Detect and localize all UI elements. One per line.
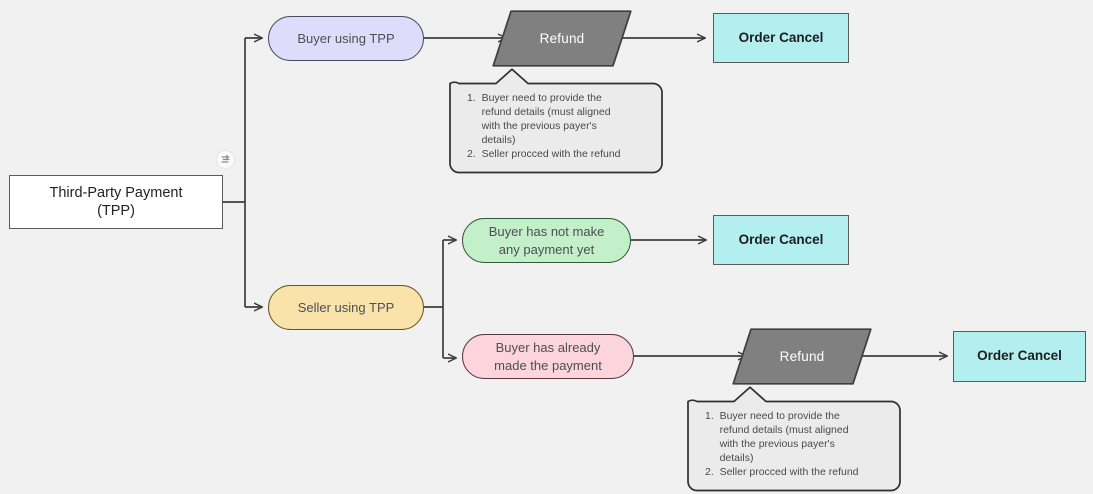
refund-bottom-shape: [732, 328, 872, 385]
note-bottom-line3: with the previous payer's: [705, 437, 835, 450]
note-bottom-line2: refund details (must aligned: [705, 423, 849, 436]
note-refund-bottom: 1. Buyer need to provide the refund deta…: [678, 386, 910, 492]
node-refund-bottom[interactable]: Refund: [732, 328, 872, 385]
note-refund-top: 1. Buyer need to provide the refund deta…: [440, 68, 672, 174]
note-bottom-line1: 1. Buyer need to provide the: [705, 410, 840, 422]
node-root-label-line1: Third-Party Payment: [49, 184, 183, 201]
note-top-line3: with the previous payer's: [467, 119, 597, 132]
node-buyer-no-payment-line1: Buyer has not make: [488, 223, 605, 239]
node-order-cancel-3-label: Order Cancel: [977, 348, 1062, 364]
node-order-cancel-1[interactable]: Order Cancel: [713, 13, 849, 63]
node-buyer-no-payment[interactable]: Buyer has not make any payment yet: [462, 218, 631, 263]
note-refund-bottom-text: 1. Buyer need to provide the refund deta…: [705, 410, 905, 480]
node-order-cancel-2-label: Order Cancel: [738, 231, 824, 247]
note-top-line5: 2. Seller procced with the refund: [467, 147, 621, 160]
node-buyer-using-tpp[interactable]: Buyer using TPP: [268, 16, 424, 61]
node-refund-top[interactable]: Refund: [492, 10, 632, 67]
note-top-line2: refund details (must aligned: [467, 105, 611, 118]
refund-top-shape: [492, 10, 632, 67]
node-root-label-line2: (TPP): [97, 203, 135, 219]
note-top-line4: details): [467, 133, 516, 146]
flash-icon[interactable]: [217, 151, 234, 168]
node-seller-using-tpp-label: Seller using TPP: [297, 299, 395, 315]
node-refund-bottom-label: Refund: [779, 349, 825, 364]
node-order-cancel-2[interactable]: Order Cancel: [713, 215, 849, 265]
node-seller-using-tpp[interactable]: Seller using TPP: [268, 285, 424, 330]
node-buyer-using-tpp-label: Buyer using TPP: [297, 30, 395, 46]
note-refund-top-shape: [449, 68, 663, 174]
note-top-line1: 1. Buyer need to provide the: [467, 92, 602, 104]
note-refund-top-text: 1. Buyer need to provide the refund deta…: [467, 92, 667, 162]
note-refund-bottom-shape: [687, 386, 901, 492]
node-order-cancel-3[interactable]: Order Cancel: [953, 331, 1086, 382]
node-buyer-no-payment-line2: any payment yet: [498, 241, 595, 257]
flash-icon-glyph: [221, 155, 230, 163]
node-third-party-payment[interactable]: Third-Party Payment (TPP): [9, 175, 223, 229]
node-order-cancel-1-label: Order Cancel: [738, 29, 824, 45]
node-refund-top-label: Refund: [539, 31, 585, 46]
node-buyer-already-paid[interactable]: Buyer has already made the payment: [462, 334, 634, 379]
node-buyer-already-paid-line1: Buyer has already: [495, 339, 601, 355]
note-bottom-line4: details): [705, 451, 754, 464]
node-buyer-already-paid-line2: made the payment: [494, 357, 602, 373]
note-bottom-line5: 2. Seller procced with the refund: [705, 465, 859, 478]
